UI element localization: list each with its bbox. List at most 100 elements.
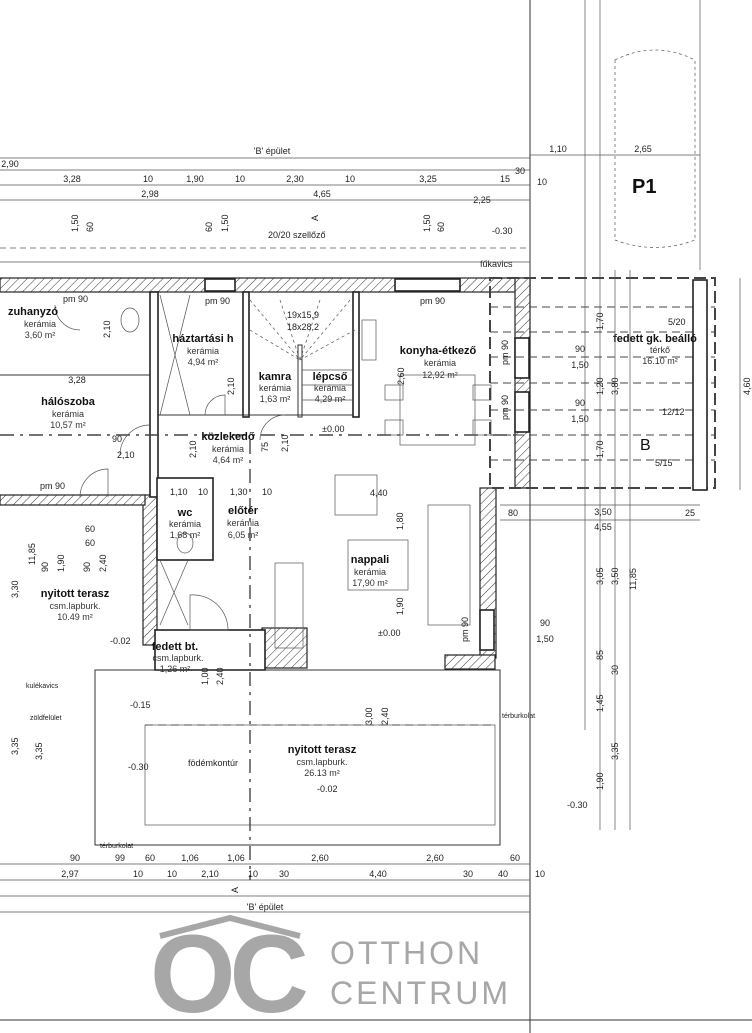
svg-text:2,10: 2,10 <box>102 320 112 338</box>
svg-text:2,40: 2,40 <box>380 707 390 725</box>
dim: 15 <box>500 174 510 184</box>
svg-text:2,10: 2,10 <box>226 377 236 395</box>
svg-text:16.10 m²: 16.10 m² <box>642 356 678 366</box>
svg-text:3,60 m²: 3,60 m² <box>25 330 56 340</box>
dim: 2,98 <box>141 189 159 199</box>
svg-text:konyha-étkező: konyha-étkező <box>400 345 477 357</box>
dim: 2,25 <box>473 195 491 205</box>
dimensions-right: 1,70 1,20 3,80 1,70 4,60 3,50 4,55 3,05 … <box>34 270 752 830</box>
svg-text:3,35: 3,35 <box>10 737 20 755</box>
svg-text:1,10: 1,10 <box>170 487 188 497</box>
svg-text:6,05 m²: 6,05 m² <box>228 530 259 540</box>
svg-text:hálószoba: hálószoba <box>41 396 96 408</box>
svg-text:60: 60 <box>436 222 446 232</box>
svg-text:99: 99 <box>115 853 125 863</box>
svg-text:90: 90 <box>82 562 92 572</box>
svg-text:pm 90: pm 90 <box>500 395 510 420</box>
svg-text:1,06: 1,06 <box>227 853 245 863</box>
dim: 4,65 <box>313 189 331 199</box>
svg-text:11,85: 11,85 <box>628 568 638 590</box>
svg-text:csm.lapburk.: csm.lapburk. <box>296 757 347 767</box>
svg-text:3,35: 3,35 <box>34 742 44 760</box>
svg-text:60: 60 <box>85 222 95 232</box>
svg-text:18x28,2: 18x28,2 <box>287 322 319 332</box>
svg-text:kerámia: kerámia <box>212 444 244 454</box>
svg-text:pm 90: pm 90 <box>420 296 445 306</box>
svg-text:4,40: 4,40 <box>370 488 388 498</box>
svg-text:3,05: 3,05 <box>595 567 605 585</box>
svg-text:födémkontúr: födémkontúr <box>188 758 238 768</box>
svg-text:85: 85 <box>595 650 605 660</box>
svg-text:OC: OC <box>150 913 307 1033</box>
svg-text:2,40: 2,40 <box>98 554 108 572</box>
svg-text:pm 90: pm 90 <box>40 481 65 491</box>
svg-text:10: 10 <box>262 487 272 497</box>
note: fűkavics <box>480 259 513 269</box>
level-mark: -0.30 <box>492 226 513 236</box>
watermark-logo: OC OTTHON CENTRUM <box>150 913 511 1033</box>
dimensions-bottom: 90 99 60 1,06 1,06 2,60 2,60 60 2,97 10 … <box>0 853 545 913</box>
walls <box>0 277 531 880</box>
svg-text:26.13 m²: 26.13 m² <box>304 768 340 778</box>
svg-text:19x15,9: 19x15,9 <box>287 310 319 320</box>
svg-text:10: 10 <box>133 869 143 879</box>
svg-text:2,40: 2,40 <box>215 667 225 685</box>
svg-text:pm 90: pm 90 <box>460 617 470 642</box>
svg-text:3,00: 3,00 <box>364 707 374 725</box>
parking-label: P1 <box>632 176 656 198</box>
carport: 5/20 12/12 5/15 B <box>489 277 716 491</box>
svg-text:2,10: 2,10 <box>201 869 219 879</box>
svg-text:pm 90: pm 90 <box>500 340 510 365</box>
dim: 2,90 <box>1 159 19 169</box>
svg-text:90: 90 <box>575 398 585 408</box>
svg-text:csm.lapburk.: csm.lapburk. <box>152 653 203 663</box>
svg-text:fedett bt.: fedett bt. <box>152 641 198 653</box>
note: 5/15 <box>655 458 673 468</box>
svg-text:1,70: 1,70 <box>595 312 605 330</box>
svg-text:1,50: 1,50 <box>70 214 80 232</box>
svg-text:-0.15: -0.15 <box>130 700 151 710</box>
svg-text:kerámia: kerámia <box>424 358 456 368</box>
svg-text:60: 60 <box>145 853 155 863</box>
dim: 10 <box>345 174 355 184</box>
svg-text:90: 90 <box>540 618 550 628</box>
dim: 2,65 <box>634 144 652 154</box>
svg-text:1,45: 1,45 <box>595 694 605 712</box>
svg-text:fedett gk. beálló: fedett gk. beálló <box>613 333 697 345</box>
svg-text:kerámia: kerámia <box>187 346 219 356</box>
svg-text:30: 30 <box>610 665 620 675</box>
svg-text:30: 30 <box>279 869 289 879</box>
svg-text:2,97: 2,97 <box>61 869 79 879</box>
svg-text:wc: wc <box>177 507 193 519</box>
svg-text:75: 75 <box>260 442 270 452</box>
svg-text:10: 10 <box>248 869 258 879</box>
svg-text:30: 30 <box>463 869 473 879</box>
dimensions-top: 'B' épület 2,90 3,28 10 1,90 10 2,30 10 … <box>0 144 700 269</box>
dim: 1,10 <box>549 144 567 154</box>
svg-text:10,57 m²: 10,57 m² <box>50 420 86 430</box>
svg-text:3,30: 3,30 <box>10 580 20 598</box>
dim: 2,30 <box>286 174 304 184</box>
svg-text:2,60: 2,60 <box>396 367 406 385</box>
svg-text:2,10: 2,10 <box>280 434 290 452</box>
svg-text:1,80: 1,80 <box>395 512 405 530</box>
svg-text:11,85: 11,85 <box>27 543 37 565</box>
svg-text:±0.00: ±0.00 <box>378 628 400 638</box>
svg-text:2,10: 2,10 <box>117 450 135 460</box>
svg-text:1,00: 1,00 <box>200 667 210 685</box>
svg-text:CENTRUM: CENTRUM <box>330 975 511 1011</box>
svg-text:-0.30: -0.30 <box>128 762 149 772</box>
svg-text:3,50: 3,50 <box>610 567 620 585</box>
dim: 3,25 <box>419 174 437 184</box>
svg-text:±0.00: ±0.00 <box>322 424 344 434</box>
svg-text:kerámia: kerámia <box>354 567 386 577</box>
svg-text:1,50: 1,50 <box>571 414 589 424</box>
